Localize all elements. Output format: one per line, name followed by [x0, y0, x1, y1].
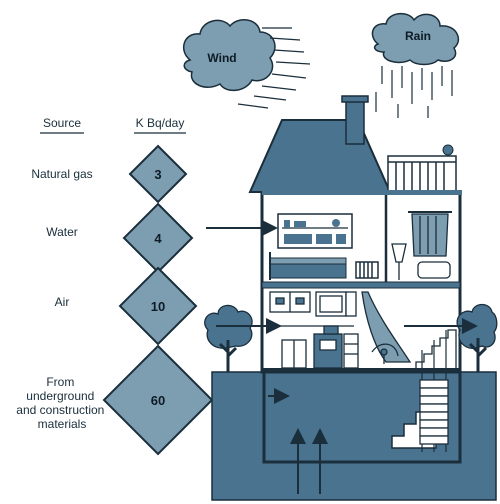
roof-floor-band [262, 190, 462, 195]
value-air: 10 [151, 299, 165, 314]
rain-label: Rain [405, 29, 431, 43]
rain-cloud: Rain [372, 14, 458, 65]
chimney [346, 100, 364, 144]
balcony-railing [388, 156, 456, 192]
balcony-plant [443, 145, 453, 155]
source-label-air: Air [55, 295, 70, 309]
diamond-water: 4 [124, 204, 192, 272]
ground-floor-slab [262, 368, 460, 373]
diamond-natural-gas: 3 [130, 146, 186, 202]
value-underground: 60 [151, 393, 165, 408]
diamond-air: 10 [120, 268, 196, 344]
unit-header: K Bq/day [136, 116, 185, 130]
source-label-underground: From underground and construction materi… [16, 375, 107, 431]
source-label-natural-gas: Natural gas [31, 167, 92, 181]
diamond-underground: 60 [104, 346, 212, 454]
outdoor-stairs [420, 380, 448, 444]
wind-label: Wind [207, 51, 236, 65]
upper-floor-slab [262, 282, 460, 288]
rain-lines [376, 66, 452, 118]
wind-cloud: Wind [184, 20, 275, 91]
value-water: 4 [154, 231, 162, 246]
chimney-cap [342, 96, 368, 102]
source-label-water: Water [46, 225, 78, 239]
right-tree [457, 305, 497, 373]
left-tree [205, 305, 252, 372]
source-header: Source [43, 116, 81, 130]
roof [250, 120, 390, 192]
value-natural-gas: 3 [154, 167, 161, 182]
